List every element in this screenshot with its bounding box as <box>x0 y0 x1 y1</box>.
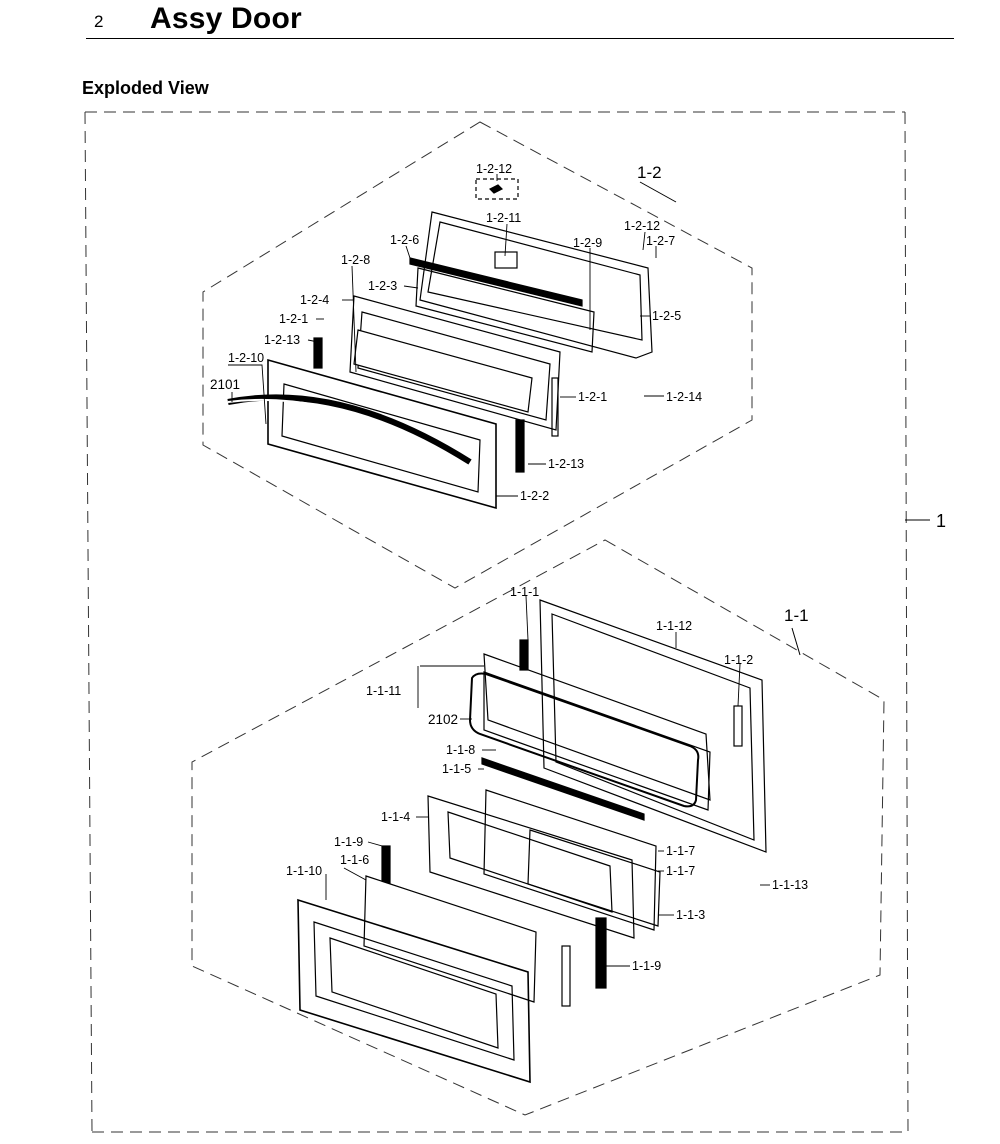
assembly-1-2-leader <box>639 181 677 203</box>
lower-bracket-right-part <box>733 705 743 747</box>
label-1-2-12-top: 1-2-12 <box>476 162 512 176</box>
front-door-window <box>281 383 481 493</box>
label-1-1-13: 1-1-13 <box>772 878 808 892</box>
lower-inner-window <box>447 811 613 913</box>
label-1-2-1-right: 1-2-1 <box>578 390 607 404</box>
label-1-1-12: 1-1-12 <box>656 619 692 633</box>
label-1-2-12-right: 1-2-12 <box>624 219 660 233</box>
side-bracket-part <box>551 377 559 437</box>
label-1-1-9-right: 1-1-9 <box>632 959 661 973</box>
label-1-1-10: 1-1-10 <box>286 864 322 878</box>
label-1-2-9: 1-2-9 <box>573 236 602 250</box>
title-divider <box>86 38 954 39</box>
part-labels: 1-2-12 1-2-11 1-2-12 1-2-7 1-2-6 1-2-9 1… <box>210 162 808 973</box>
lower-front-door-part <box>297 898 531 1084</box>
window-glass-part <box>353 329 533 413</box>
label-1-1-2: 1-1-2 <box>724 653 753 667</box>
label-1-1-7-a: 1-1-7 <box>666 844 695 858</box>
label-1-2-5: 1-2-5 <box>652 309 681 323</box>
outer-frame <box>84 111 909 1133</box>
front-door-part <box>267 358 497 510</box>
label-1-1-9-left: 1-1-9 <box>334 835 363 849</box>
label-1-2-13-left: 1-2-13 <box>264 333 300 347</box>
label-1-2-14: 1-2-14 <box>666 390 702 404</box>
label-1-1-7-b: 1-1-7 <box>666 864 695 878</box>
assembly-1-2-label: 1-2 <box>637 163 662 182</box>
label-2101: 2101 <box>210 377 240 392</box>
lower-back-frame-part <box>539 599 767 853</box>
section-title: Exploded View <box>82 78 209 98</box>
lower-inner-frame-part <box>427 795 635 939</box>
lower-glass-2-part <box>527 829 661 927</box>
gasket-part <box>409 257 583 307</box>
hinge-left-part <box>313 337 323 369</box>
handle-part <box>227 394 472 465</box>
lower-glass-1-part <box>483 789 657 931</box>
lower-assembly-boundary <box>191 539 885 1116</box>
upper-assembly-boundary <box>202 121 753 589</box>
label-2102: 2102 <box>428 712 458 727</box>
label-1-2-4: 1-2-4 <box>300 293 329 307</box>
bracket-part <box>494 251 518 269</box>
door-liner-part <box>483 653 711 801</box>
glass-panel-part <box>415 267 595 353</box>
label-1-2-13-right: 1-2-13 <box>548 457 584 471</box>
hinge-right-part <box>515 419 525 473</box>
handle-highlight <box>227 398 471 469</box>
label-1-1-5: 1-1-5 <box>442 762 471 776</box>
label-1-2-10: 1-2-10 <box>228 351 264 365</box>
page-number: 2 <box>94 12 104 31</box>
label-1-2-11: 1-2-11 <box>486 211 521 225</box>
label-1-1-11: 1-1-11 <box>366 684 401 698</box>
label-1-2-6: 1-2-6 <box>390 233 419 247</box>
screw-part <box>488 184 504 194</box>
lower-parts <box>297 599 767 1084</box>
label-1-2-8: 1-2-8 <box>341 253 370 267</box>
back-frame-inner <box>427 221 643 341</box>
upper-parts <box>227 178 653 510</box>
lower-front-glass-part <box>363 875 537 1003</box>
label-1-1-4: 1-1-4 <box>381 810 410 824</box>
label-1-2-2: 1-2-2 <box>520 489 549 503</box>
leader-lines <box>228 174 770 967</box>
inner-frame-part <box>349 295 561 431</box>
liner-frame-part <box>483 671 711 811</box>
gasket-loop-part <box>468 672 700 808</box>
label-1-1-6: 1-1-6 <box>340 853 369 867</box>
page-title: Assy Door <box>150 2 302 35</box>
lower-front-door-inner <box>329 937 499 1049</box>
label-1-1-1: 1-1-1 <box>510 585 539 599</box>
lower-hinge-right-part <box>595 917 607 989</box>
assembly-1-1-leader <box>791 627 801 656</box>
assembly-1-1-label: 1-1 <box>784 606 809 625</box>
label-1-2-3: 1-2-3 <box>368 279 397 293</box>
label-1-1-3: 1-1-3 <box>676 908 705 922</box>
lower-gasket-strip-part <box>481 757 645 821</box>
assembly-1-label: 1 <box>936 511 946 531</box>
label-1-1-8: 1-1-8 <box>446 743 475 757</box>
lower-front-door-window <box>313 921 515 1061</box>
lower-back-frame-inner <box>551 613 755 841</box>
lower-side-bracket-part <box>561 945 571 1007</box>
back-frame-part <box>419 211 653 359</box>
label-1-2-7: 1-2-7 <box>646 234 675 248</box>
label-1-2-1-left: 1-2-1 <box>279 312 308 326</box>
lower-hinge-top-part <box>519 639 529 671</box>
